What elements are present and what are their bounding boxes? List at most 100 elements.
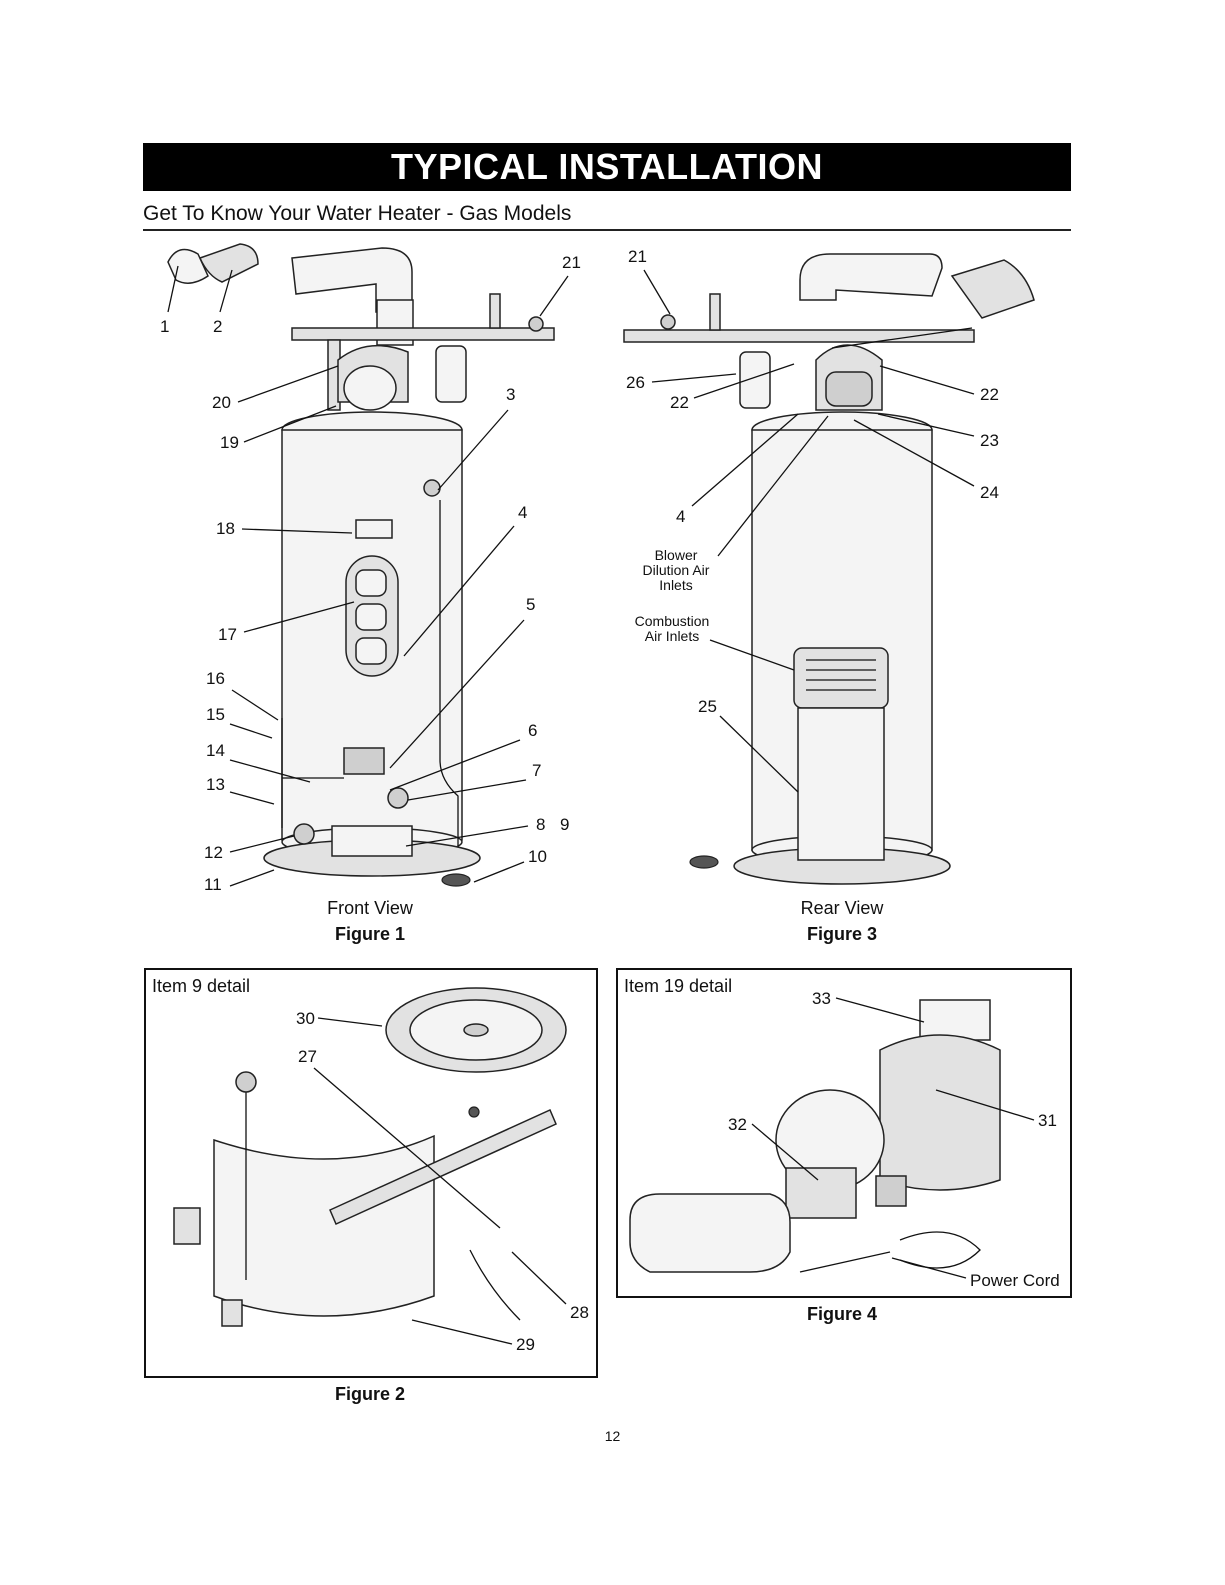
callout-14: 14 [206,741,225,760]
callout-28: 28 [570,1303,589,1322]
callout-18: 18 [216,519,235,538]
rear-callout-4: 4 [676,507,685,526]
callout-5: 5 [526,595,535,614]
leader-33 [835,997,925,1023]
blower-assembly [337,344,409,411]
burner-drawing [385,987,567,1073]
section-banner: TYPICAL INSTALLATION [143,143,1071,191]
rear-leader-4 [691,413,799,507]
callout-2: 2 [213,317,222,336]
callout-16: 16 [206,669,225,688]
figure-2-frame [144,968,598,1378]
callout-1: 1 [160,317,169,336]
figure-4-caption: Figure 4 [807,1304,877,1324]
leader-11 [229,869,275,887]
callout-31: 31 [1038,1111,1057,1130]
leader-3 [437,409,509,491]
rear-callout-22-left: 22 [670,393,689,412]
rear-callout-25: 25 [698,697,717,716]
combustion-leader [709,639,795,671]
blower-label-line2: Dilution Air [643,562,710,578]
callout-12: 12 [204,843,223,862]
leader-32 [751,1123,819,1181]
callout-6: 6 [528,721,537,740]
figure-3-caption: Figure 3 [807,924,877,944]
callout-11: 11 [204,875,222,894]
rear-callout-26: 26 [626,373,645,392]
leader-14 [229,759,311,783]
subtitle-rule [143,229,1071,231]
callout-13: 13 [206,775,225,794]
leader-19 [243,405,337,443]
leader-8-9 [405,825,529,847]
leader-1 [167,265,179,313]
rear-view-label: Rear View [801,898,885,918]
leader-21 [539,275,569,317]
rear-callout-24: 24 [980,483,999,502]
callout-4: 4 [518,503,527,522]
callout-17: 17 [218,625,237,644]
combustion-label-line2: Air Inlets [645,628,699,644]
combustion-label-line1: Combustion [635,613,710,629]
piping-manifold [291,293,555,411]
callout-19: 19 [220,433,239,452]
leader-20 [237,365,339,403]
rear-callout-23: 23 [980,431,999,450]
front-view-label: Front View [327,898,414,918]
figure-4-title: Item 19 detail [624,976,732,996]
sight-window [345,555,399,677]
figure-4-frame [616,968,1072,1298]
leader-6 [389,739,521,791]
leader-7 [407,779,527,801]
blower-motor-drawing [629,999,1001,1273]
leader-28 [511,1251,567,1305]
rear-combustion-cover [689,647,889,869]
callout-20: 20 [212,393,231,412]
figure-1-caption: Figure 1 [335,924,405,944]
leader-2 [219,269,233,313]
figure-2-title: Item 9 detail [152,976,250,996]
leader-31 [935,1089,1035,1121]
callout-10: 10 [528,847,547,866]
power-cord-label: Power Cord [970,1271,1060,1290]
rear-leader-25 [719,715,799,793]
rear-leader-26 [651,373,737,383]
leader-18 [241,528,353,534]
rear-leader-23 [877,413,975,437]
rating-label [355,519,393,539]
gas-control [281,718,471,887]
callout-30: 30 [296,1009,315,1028]
leader-10 [473,861,525,883]
leader-12 [229,835,295,853]
manifold-door-drawing [173,1071,557,1327]
callout-3: 3 [506,385,515,404]
leader-4 [403,525,515,657]
callout-29: 29 [516,1335,535,1354]
callout-33: 33 [812,989,831,1008]
leader-13 [229,791,275,805]
page-number: 12 [604,1428,621,1444]
leader-power-cord [891,1257,967,1279]
leader-17 [243,601,355,633]
rear-blower [815,344,883,411]
relief-valve-line [423,479,459,846]
rear-leader-22-left [693,363,795,399]
leader-5 [389,619,525,769]
rear-callout-22-right: 22 [980,385,999,404]
figure-2-caption: Figure 2 [335,1384,405,1404]
rear-piping-manifold [623,293,975,409]
rear-vent-pipe [799,253,1035,319]
blower-label-line1: Blower [655,547,698,563]
section-subtitle: Get To Know Your Water Heater - Gas Mode… [143,202,572,225]
blower-label-line3: Inlets [659,577,692,593]
blower-leader [717,415,829,557]
rear-leader-24 [853,419,975,487]
rear-callout-21: 21 [628,247,647,266]
leader-29 [411,1319,513,1345]
rear-leader-22-right [879,365,975,395]
callout-27: 27 [298,1047,317,1066]
